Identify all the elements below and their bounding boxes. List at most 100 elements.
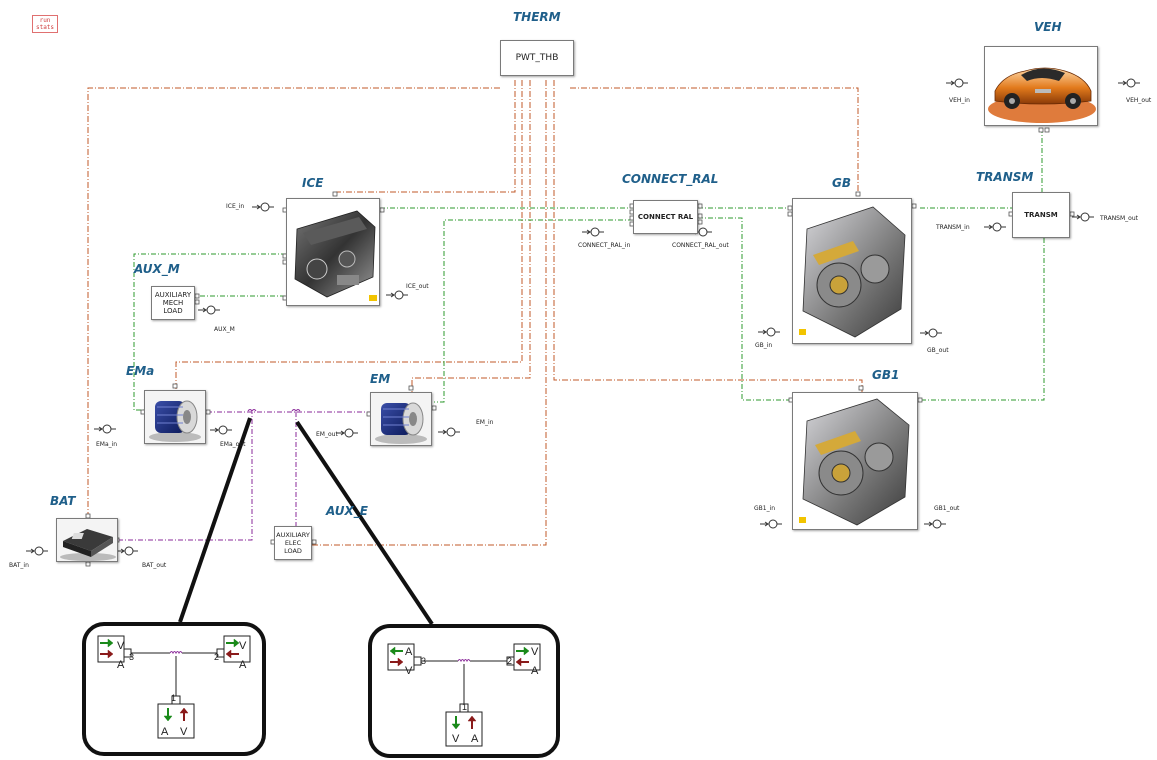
gb-out-label: GB_out <box>927 347 949 354</box>
bus-nodes <box>247 409 301 412</box>
ice-out-label: ICE_out <box>406 283 429 290</box>
zoom-detail-right <box>368 624 560 758</box>
transm-block[interactable]: TRANSM <box>1012 192 1070 238</box>
zoom-pointers <box>178 417 434 626</box>
bat-in-connector[interactable] <box>26 546 48 556</box>
transm-label: TRANSM <box>1024 211 1058 219</box>
transm-title: TRANSM <box>976 170 1034 184</box>
bat-block[interactable] <box>56 518 118 562</box>
port-stubs <box>85 127 1075 567</box>
therm-bat-line <box>87 87 500 520</box>
gb1-block[interactable] <box>792 392 918 530</box>
gb1-in-connector[interactable] <box>760 519 782 529</box>
veh-out-connector[interactable] <box>1118 78 1140 88</box>
em-title: EM <box>370 372 391 386</box>
zoom-detail-left <box>82 622 266 756</box>
gearbox-icon <box>793 199 911 343</box>
bat-title: BAT <box>50 494 76 508</box>
transm-out-label: TRANSM_out <box>1100 215 1138 222</box>
therm-gb-line <box>570 87 859 196</box>
connect-em2-line <box>434 219 633 403</box>
transm-in-connector[interactable] <box>984 222 1006 232</box>
gb-in-label: GB_in <box>755 342 773 349</box>
connect-ral-block[interactable]: CONNECT RAL <box>633 200 698 234</box>
zoom-right-p3-bot: V <box>405 665 413 677</box>
zoom-left-p1-right: V <box>180 726 188 738</box>
zoom-left-p2-bot: A <box>239 659 247 671</box>
veh-out-label: VEH_out <box>1126 97 1152 104</box>
veh-in-connector[interactable] <box>946 78 968 88</box>
connect-ral-out-label: CONNECT_RAL_out <box>672 242 729 249</box>
ema-out-label: EMa_out <box>220 441 246 448</box>
veh-block[interactable] <box>984 46 1098 126</box>
aux-m-block[interactable]: AUXILIARY MECH LOAD <box>151 286 195 320</box>
connect-ral-label: CONNECT RAL <box>637 213 694 221</box>
electrical-node-detail <box>97 635 251 739</box>
electric-motor-icon <box>145 391 205 443</box>
gearbox-icon <box>793 393 917 529</box>
car-icon <box>985 47 1097 125</box>
gb-out-connector[interactable] <box>920 328 942 338</box>
zoom-left-port2: 2 <box>214 652 220 662</box>
gb1-out-connector[interactable] <box>924 519 946 529</box>
bat-in-label: BAT_in <box>9 562 29 569</box>
connect-ral-in-connector[interactable] <box>582 227 604 237</box>
zoom-left-port1: 1 <box>171 693 177 703</box>
transm-in-label: TRANSM_in <box>936 224 970 231</box>
ice-block[interactable] <box>286 198 380 306</box>
aux-e-title: AUX_E <box>326 504 368 518</box>
aux-e-block[interactable]: AUXILIARY ELEC LOAD <box>274 526 312 560</box>
run-stats-button[interactable]: run stats <box>32 15 58 33</box>
zoom-left-p3-bot: A <box>117 659 125 671</box>
bat-bus-line <box>118 412 253 541</box>
gb1-out-label: GB1_out <box>934 505 960 512</box>
aux-m-connector[interactable] <box>198 305 220 315</box>
gb-in-connector[interactable] <box>758 327 780 337</box>
ice-title: ICE <box>302 176 324 190</box>
bat-out-label: BAT_out <box>142 562 167 569</box>
zoom-left-p2-top: V <box>239 640 247 652</box>
aux-e-label: AUXILIARY ELEC LOAD <box>276 531 310 555</box>
em-out-connector[interactable] <box>336 428 358 438</box>
connect-em-line <box>698 217 792 401</box>
veh-in-label: VEH_in <box>949 97 970 104</box>
ema-out-connector[interactable] <box>210 425 232 435</box>
engine-icon <box>287 199 379 305</box>
ice-in-connector[interactable] <box>252 202 274 212</box>
em-in-label: EM_in <box>476 419 494 426</box>
zoom-right-p2-top: V <box>531 646 539 658</box>
ema-in-label: EMa_in <box>96 441 118 448</box>
zoom-left-p1-left: A <box>161 726 169 738</box>
zoom-right-p1-left: V <box>452 733 460 745</box>
therm-auxe-line <box>312 80 547 546</box>
ema-in-connector[interactable] <box>94 424 116 434</box>
transm-out-connector[interactable] <box>1072 212 1094 222</box>
therm-block-label: PWT_THB <box>515 53 559 63</box>
electric-motor-icon <box>371 393 431 445</box>
gb-block[interactable] <box>792 198 912 344</box>
electrical-connections <box>118 411 370 541</box>
ema-title: EMa <box>126 364 155 378</box>
zoom-left-port3: 3 <box>129 652 135 662</box>
therm-ice-line <box>336 80 516 193</box>
bat-out-connector[interactable] <box>116 546 138 556</box>
aux-m-port-label: AUX_M <box>214 326 235 333</box>
veh-title: VEH <box>1034 20 1062 34</box>
mechanical-connections <box>133 128 1045 411</box>
transm-gb1-line <box>920 238 1045 401</box>
zoom-right-port2: 2 <box>507 656 513 666</box>
battery-icon <box>57 519 117 561</box>
zoom-right-p3-top: A <box>405 646 413 658</box>
zoom-right-port3: 3 <box>421 656 427 666</box>
zoom-right-p1-right: A <box>471 733 479 745</box>
therm-block[interactable]: PWT_THB <box>500 40 574 76</box>
em-block[interactable] <box>370 392 432 446</box>
zoom-left-p3-top: V <box>117 640 125 652</box>
electrical-node-detail <box>387 643 541 747</box>
ice-out-connector[interactable] <box>386 290 408 300</box>
em-in-connector[interactable] <box>438 427 460 437</box>
aux-m-title: AUX_M <box>134 262 180 276</box>
ema-block[interactable] <box>144 390 206 444</box>
thermal-connections <box>87 80 863 546</box>
